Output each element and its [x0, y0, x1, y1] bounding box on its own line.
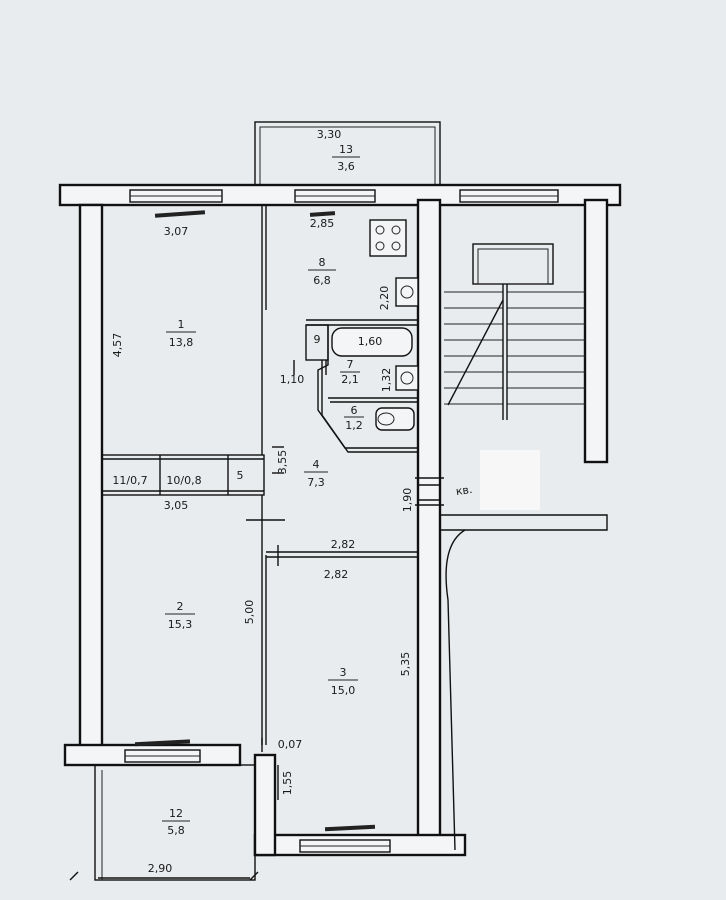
room-10-label: 10/0,8 — [166, 474, 201, 487]
dim-entry-depth: 1,90 — [401, 488, 414, 513]
dimension-ticks — [69, 360, 444, 881]
room-6-number: 6 — [351, 404, 358, 417]
room-6-area: 1,2 — [345, 419, 363, 432]
room-13-area: 3,6 — [337, 160, 355, 173]
dim-offset: 0,07 — [278, 738, 303, 751]
room-11-label: 11/0,7 — [112, 474, 147, 487]
washbasin-icon — [395, 365, 419, 391]
windows-top — [129, 189, 559, 203]
room-8-area: 6,8 — [313, 274, 331, 287]
dim-wc-width: 1,10 — [280, 373, 305, 386]
dim-bath-width: 1,32 — [380, 368, 393, 393]
stove-icon — [369, 219, 407, 257]
windows-bottom — [124, 210, 391, 853]
room-1-area: 13,8 — [169, 336, 194, 349]
dim-room1-depth: 4,57 — [111, 333, 124, 358]
room-3-number: 3 — [340, 666, 347, 679]
room-8-number: 8 — [319, 256, 326, 269]
room-12-label: 12 5,8 — [162, 807, 190, 837]
dim-kitchen-width: 2,85 — [310, 217, 335, 230]
room-12-number: 12 — [169, 807, 183, 820]
dim-room1-width: 3,07 — [164, 225, 189, 238]
room-2-number: 2 — [177, 600, 184, 613]
dim-kitchen-depth: 2,20 — [378, 286, 391, 311]
dim-room3-depth: 5,35 — [399, 652, 412, 677]
dim-loggia-width: 2,90 — [148, 862, 173, 875]
room-4-label: 4 7,3 — [304, 458, 328, 489]
outer-walls — [58, 183, 622, 857]
dim-bath-length: 1,60 — [358, 335, 383, 348]
room-2-area: 15,3 — [168, 618, 193, 631]
room-13-number: 13 — [339, 143, 353, 156]
dim-hall-width-upper: 2,82 — [331, 538, 356, 551]
room-8-label: 8 6,8 — [308, 256, 336, 287]
room-7-label: 7 2,1 — [340, 358, 360, 386]
dim-room2-top-width: 3,05 — [164, 499, 189, 512]
dim-room2-depth: 5,00 — [243, 600, 256, 625]
stair-label-box — [480, 450, 540, 510]
partitions — [94, 205, 608, 881]
room-1-label: 1 13,8 — [166, 318, 196, 349]
room-3-area: 15,0 — [331, 684, 356, 697]
dim-loggia-depth: 1,55 — [281, 771, 294, 796]
dim-balcony-top-width: 3,30 — [317, 128, 342, 141]
dim-room3-width: 2,82 — [324, 568, 349, 581]
room-9-number: 9 — [314, 333, 321, 346]
room-7-area: 2,1 — [341, 373, 359, 386]
room-3-label: 3 15,0 — [328, 666, 358, 697]
room-7-number: 7 — [347, 358, 354, 371]
room-2-label: 2 15,3 — [165, 600, 195, 631]
sink-icon — [395, 277, 419, 307]
staircase — [444, 243, 585, 420]
dim-hall-depth: 3,55 — [276, 450, 289, 475]
room-4-area: 7,3 — [307, 476, 325, 489]
bathtub-icon — [331, 327, 413, 357]
toilet-icon — [375, 407, 415, 431]
room-4-number: 4 — [313, 458, 320, 471]
room-5-number: 5 — [237, 469, 244, 482]
room-1-number: 1 — [178, 318, 185, 331]
room-12-area: 5,8 — [167, 824, 185, 837]
room-6-label: 6 1,2 — [344, 404, 364, 432]
room-13-label: 13 3,6 — [332, 143, 360, 173]
stair-label: кв. — [455, 483, 473, 498]
